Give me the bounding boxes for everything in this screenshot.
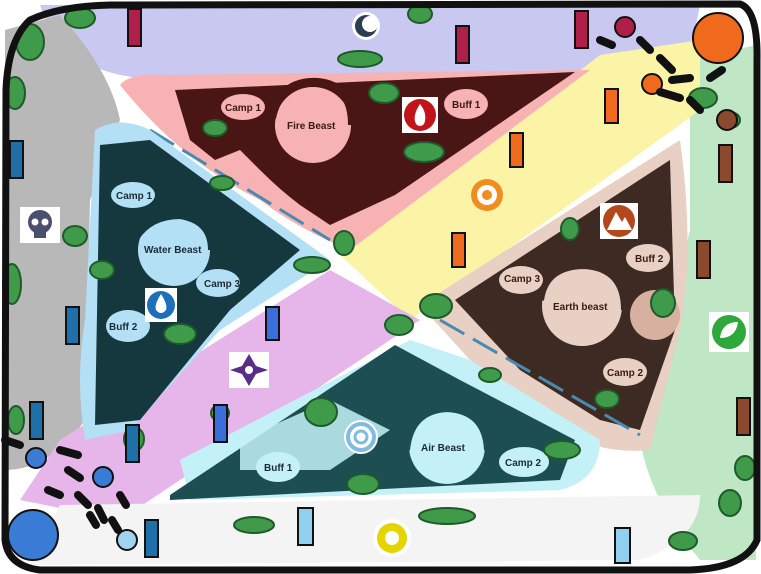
tower-purple — [213, 404, 228, 443]
bush — [233, 516, 275, 534]
tower-left — [29, 401, 44, 440]
bottom-lane — [30, 495, 700, 565]
towers — [9, 8, 751, 564]
water-camp3-label: Camp 3 — [204, 279, 241, 290]
bush — [734, 455, 756, 481]
fire-buff1-label: Buff 1 — [452, 100, 481, 111]
tower-left — [9, 140, 24, 179]
bush — [304, 397, 338, 427]
bush — [7, 405, 25, 435]
earth-camp2-label: Camp 2 — [607, 368, 644, 379]
air-buff1-label: Buff 1 — [264, 463, 293, 474]
fire-icon — [402, 97, 438, 133]
leaf-icon — [709, 312, 749, 352]
bush — [368, 82, 400, 104]
mountain-icon — [600, 203, 638, 239]
tower-yellow — [451, 232, 466, 268]
bush — [384, 314, 414, 336]
bush — [293, 256, 331, 274]
tower-right — [718, 144, 733, 183]
lanes — [5, 5, 756, 565]
moon-icon — [352, 12, 380, 40]
gear-icon — [471, 179, 503, 211]
fire-camp1-label: Camp 1 — [225, 103, 262, 114]
bush — [418, 507, 476, 525]
bush — [337, 50, 383, 68]
bush — [419, 293, 453, 319]
bush — [650, 288, 676, 318]
star-icon — [229, 352, 269, 388]
top-right-base — [596, 12, 744, 131]
top-lane — [40, 5, 700, 78]
tower-right — [736, 397, 751, 436]
earth-camp3-label: Camp 3 — [504, 274, 541, 285]
water-zone — [80, 122, 330, 440]
tower-top — [574, 10, 589, 49]
water-beast-label: Water Beast — [144, 245, 202, 256]
bush — [543, 440, 581, 460]
tower-yellow — [509, 132, 524, 168]
bush — [163, 323, 197, 345]
fire-beast-label: Fire Beast — [287, 121, 336, 132]
bush — [89, 260, 115, 280]
bush — [333, 230, 355, 256]
tower-bottom — [614, 527, 631, 564]
labels: Camp 1 Fire Beast Buff 1 Camp 1 Water Be… — [109, 100, 664, 474]
left-lane — [5, 15, 120, 470]
bush — [202, 119, 228, 137]
bush — [594, 389, 620, 409]
tower-top — [455, 25, 470, 64]
bush — [668, 531, 698, 551]
water-drop-icon — [145, 288, 177, 322]
bush — [62, 225, 88, 247]
tower-bottom — [297, 507, 314, 546]
tower-left — [65, 306, 80, 345]
earth-beast-label: Earth beast — [553, 302, 608, 313]
bottom-left-base — [1, 436, 138, 561]
tower-yellow — [604, 88, 619, 124]
bush — [478, 367, 502, 383]
diagonal-purple-lane — [20, 270, 420, 520]
water-camp1-label: Camp 1 — [116, 191, 153, 202]
air-beast-label: Air Beast — [421, 443, 466, 454]
earth-buff2-label: Buff 2 — [635, 254, 664, 265]
bush — [403, 141, 445, 163]
swirl-icon — [344, 420, 378, 454]
skull-icon — [20, 207, 60, 243]
bush — [560, 217, 580, 241]
tower-right — [696, 240, 711, 279]
bush — [209, 175, 235, 191]
bush — [346, 473, 380, 495]
sun-icon — [373, 519, 411, 557]
tower-purple — [265, 306, 280, 341]
water-buff2-label: Buff 2 — [109, 322, 138, 333]
bush — [718, 489, 742, 517]
tower-bottom — [144, 519, 159, 558]
tower-top — [127, 8, 142, 47]
tower-purple — [125, 424, 140, 463]
fire-zone — [120, 70, 590, 250]
air-camp2-label: Camp 2 — [505, 458, 542, 469]
